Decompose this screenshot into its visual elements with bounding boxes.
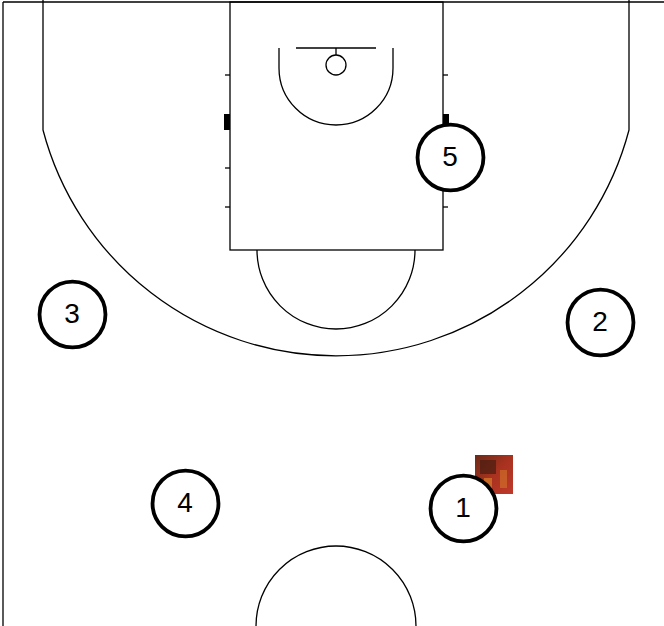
player-number: 3: [37, 279, 108, 350]
lane-mark: [443, 206, 448, 207]
lane-block: [224, 114, 230, 130]
center-circle: [256, 546, 416, 626]
lane-mark: [225, 206, 230, 207]
rim: [326, 55, 346, 75]
sideline: [2, 2, 3, 626]
free-throw-circle: [257, 250, 415, 329]
restricted-area: [279, 48, 393, 125]
player-number: 1: [428, 473, 499, 544]
player-number: 5: [415, 122, 486, 193]
rim-stem: [335, 48, 336, 55]
lane: [230, 2, 443, 250]
player-number: 2: [565, 287, 636, 358]
three-point-line: [43, 0, 629, 356]
player-circle: 3: [37, 279, 108, 350]
player-circle: 4: [150, 468, 221, 539]
player-circle: 1: [428, 473, 499, 544]
player-circle: 2: [565, 287, 636, 358]
lane-mark: [225, 74, 230, 75]
player-number: 4: [150, 468, 221, 539]
player-circle: 5: [415, 122, 486, 193]
lane-mark: [443, 74, 448, 75]
lane-mark: [225, 167, 230, 168]
